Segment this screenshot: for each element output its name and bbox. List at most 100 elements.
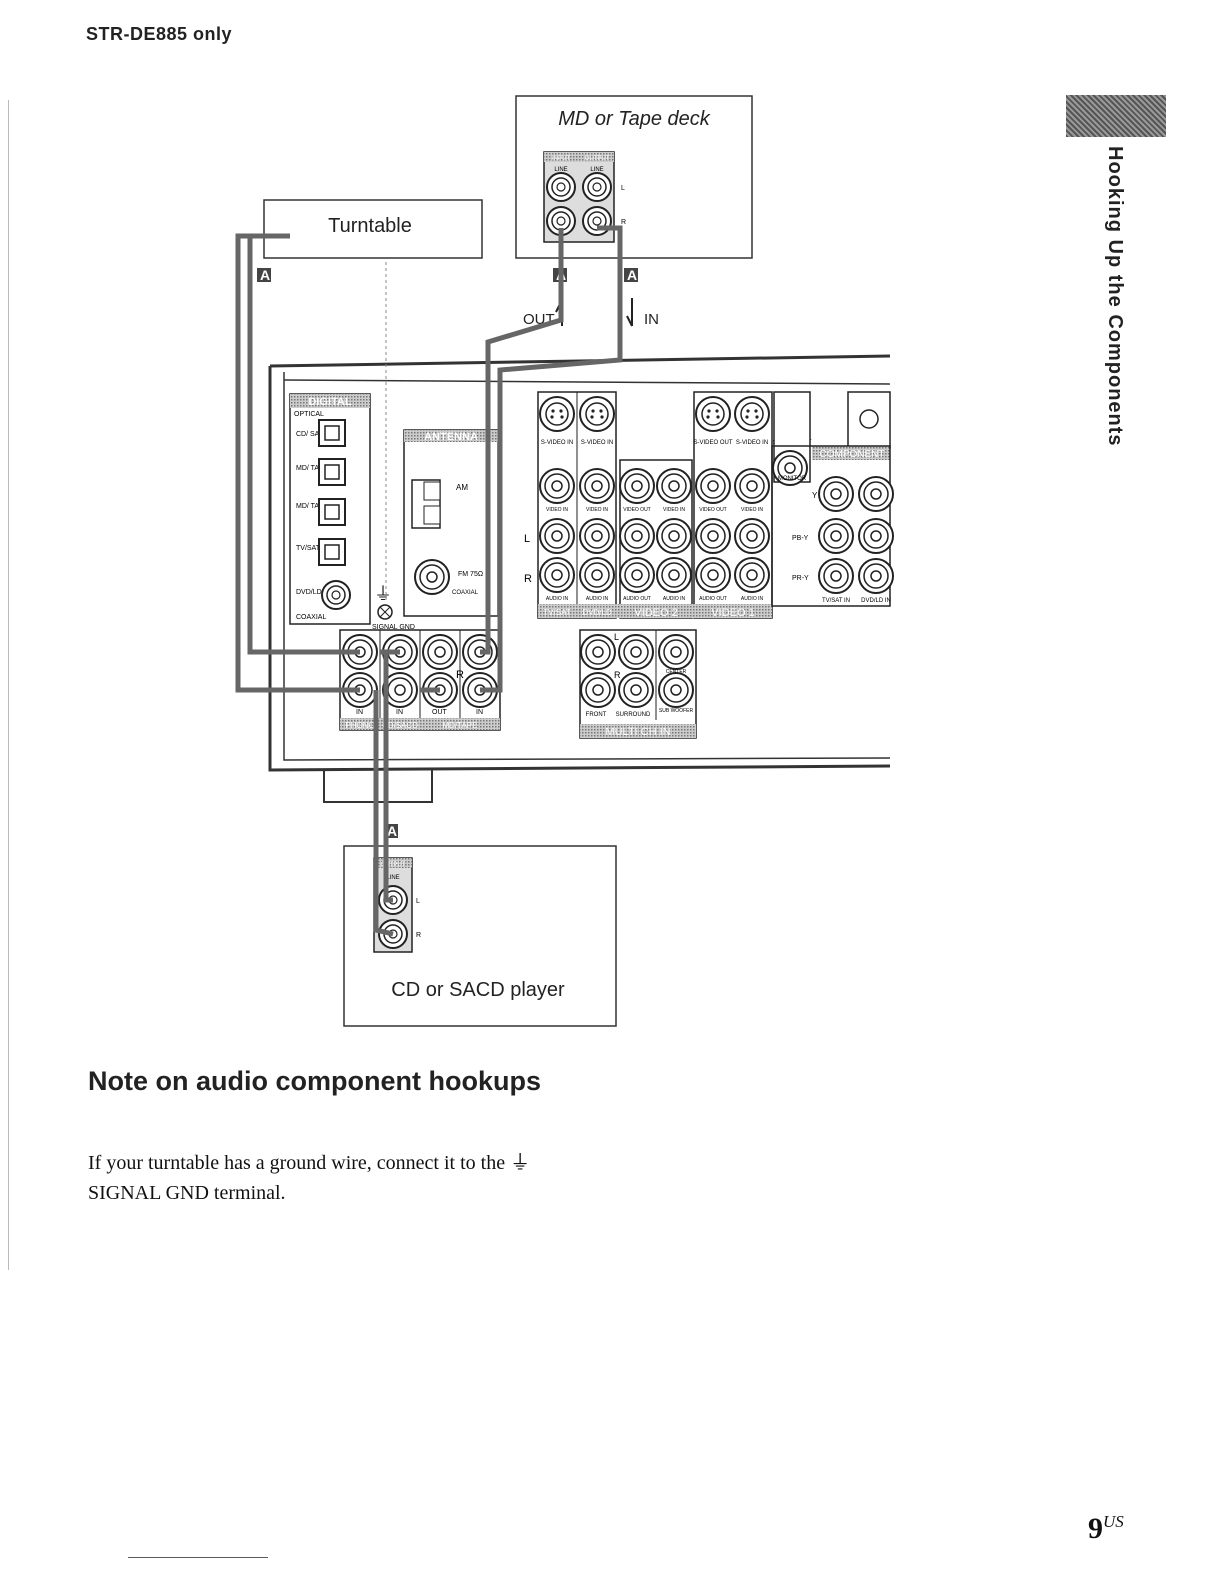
antenna-title: ANTENNA xyxy=(424,431,478,443)
svg-text:VIDEO OUT: VIDEO OUT xyxy=(699,507,727,513)
svg-text:L: L xyxy=(416,898,420,905)
svg-text:COAXIAL: COAXIAL xyxy=(296,614,326,621)
optical-cd-port xyxy=(318,419,346,447)
svg-text:OUT: OUT xyxy=(432,709,448,716)
svg-text:L: L xyxy=(524,533,530,545)
svg-text:PR-Y: PR-Y xyxy=(792,575,809,582)
svg-text:L: L xyxy=(614,632,619,642)
svg-text:VIDEO IN: VIDEO IN xyxy=(546,507,568,513)
svg-text:SUB WOOFER: SUB WOOFER xyxy=(659,708,694,714)
md-output-label: OUTPUT xyxy=(585,156,610,162)
svg-text:SIGNAL GND: SIGNAL GND xyxy=(372,624,415,631)
model-note: STR-DE885 only xyxy=(86,24,233,44)
svg-text:SURROUND: SURROUND xyxy=(616,712,651,718)
svg-text:VIDEO IN: VIDEO IN xyxy=(586,507,608,513)
cables xyxy=(235,225,623,937)
svg-text:S-VIDEO IN: S-VIDEO IN xyxy=(541,440,573,446)
audio-input-jacks: IN IN OUT IN PHONO CD/SACD MD/TAPE R xyxy=(339,629,501,731)
svg-text:CD/SACD: CD/SACD xyxy=(382,721,418,730)
svg-text:L: L xyxy=(621,185,625,192)
md-tape-title: MD or Tape deck xyxy=(558,108,711,130)
md-line-label-out: LINE xyxy=(590,167,603,173)
optical-md-out-port xyxy=(318,458,346,486)
hookup-diagram: MD or Tape deck INPUT OUTPUT LINE LINE L… xyxy=(235,95,894,1027)
fm-antenna-jack xyxy=(414,559,450,595)
svg-text:R: R xyxy=(456,669,464,681)
svg-text:COMPONENT: COMPONENT xyxy=(820,449,885,460)
page-margin-line xyxy=(8,100,9,1270)
svg-text:R: R xyxy=(621,219,626,226)
footer-rule xyxy=(128,1557,268,1558)
svg-text:COAXIAL: COAXIAL xyxy=(452,590,479,596)
svg-text:S-VIDEO OUT: S-VIDEO OUT xyxy=(693,440,732,446)
svg-text:AUDIO IN: AUDIO IN xyxy=(741,596,764,602)
svg-text:AUDIO IN: AUDIO IN xyxy=(663,596,686,602)
svg-text:IN: IN xyxy=(356,709,363,716)
svg-text:R: R xyxy=(524,573,532,585)
svg-text:S-VIDEO IN: S-VIDEO IN xyxy=(581,440,613,446)
signal-gnd-terminal: ⏚ SIGNAL GND xyxy=(372,584,415,631)
svg-text:CENTER: CENTER xyxy=(666,669,687,675)
svg-text:VIDEO IN: VIDEO IN xyxy=(741,507,763,513)
svg-text:S-VIDEO IN: S-VIDEO IN xyxy=(736,440,768,446)
svg-text:MD/ TAPE IN: MD/ TAPE IN xyxy=(296,503,337,510)
cable-tag-a-4: A xyxy=(387,823,397,839)
svg-text:OUTPUT: OUTPUT xyxy=(381,862,406,868)
svg-text:CD/ SACD IN: CD/ SACD IN xyxy=(296,431,338,438)
optical-md-in-port xyxy=(318,498,346,526)
digital-title: DIGITAL xyxy=(308,396,351,408)
svg-text:MULTI CH IN: MULTI CH IN xyxy=(605,726,670,738)
svg-text:R: R xyxy=(416,932,421,939)
turntable-title: Turntable xyxy=(328,215,412,237)
note-body-line-1: If your turntable has a ground wire, con… xyxy=(88,1152,506,1174)
section-tab-marker xyxy=(1066,95,1166,137)
svg-text:AUDIO IN: AUDIO IN xyxy=(546,596,569,602)
svg-text:IN: IN xyxy=(396,709,403,716)
page-number: 9US xyxy=(1088,1512,1124,1545)
coaxial-dvd-port xyxy=(321,580,351,610)
svg-text:LINE: LINE xyxy=(386,875,399,881)
turntable-box: Turntable xyxy=(263,199,483,259)
md-input-label: INPUT xyxy=(552,156,570,162)
note-body-line-2: SIGNAL GND terminal. xyxy=(88,1182,286,1204)
svg-text:TV/SAT IN: TV/SAT IN xyxy=(822,598,850,604)
svg-text:AUDIO IN: AUDIO IN xyxy=(586,596,609,602)
svg-text:OPTICAL: OPTICAL xyxy=(294,411,324,418)
md-out-r-jack xyxy=(582,206,612,236)
svg-text:VIDEO 1: VIDEO 1 xyxy=(711,607,754,619)
svg-text:DVD/LD: DVD/LD xyxy=(582,608,612,617)
md-out-l-jack xyxy=(582,172,612,202)
svg-text:IN: IN xyxy=(476,709,483,716)
video-jacks: L R S-VIDEO IN S-VIDEO IN S-VIDEO OUT S-… xyxy=(524,391,894,619)
digital-panel: DIGITAL OPTICAL CD/ SACD IN MD/ TAPE OUT… xyxy=(289,393,371,625)
md-tape-out-l-jack xyxy=(422,634,458,670)
svg-text:MONITOR: MONITOR xyxy=(778,476,807,482)
gnd-symbol: ⏚ xyxy=(374,584,392,604)
svg-text:FRONT: FRONT xyxy=(586,712,607,718)
note-heading: Note on audio component hookups xyxy=(88,1066,541,1096)
svg-text:TV/SAT IN: TV/SAT IN xyxy=(296,545,329,552)
svg-text:AUDIO OUT: AUDIO OUT xyxy=(623,596,651,602)
cd-title: CD or SACD player xyxy=(391,979,565,1001)
cd-sacd-player-box: OUTPUT LINE L R CD or SACD player xyxy=(343,845,617,1027)
in-direction-label: IN xyxy=(644,311,659,328)
note-body: If your turntable has a ground wire, con… xyxy=(88,1148,548,1208)
svg-text:DVD/LD IN: DVD/LD IN xyxy=(296,589,331,596)
cable-tag-a-3: A xyxy=(627,267,637,283)
svg-text:MD/TAPE: MD/TAPE xyxy=(443,721,478,730)
svg-text:TV/SAT: TV/SAT xyxy=(543,608,571,617)
svg-text:VIDEO OUT: VIDEO OUT xyxy=(623,507,651,513)
svg-text:AUDIO OUT: AUDIO OUT xyxy=(699,596,727,602)
svg-text:VIDEO 2: VIDEO 2 xyxy=(634,607,677,619)
svg-text:DVD/LD IN: DVD/LD IN xyxy=(861,598,891,604)
multi-ch-in-jacks: L R CENTER FRONT SURROUND SUB WOOFER MUL… xyxy=(579,629,697,739)
svg-text:VIDEO IN: VIDEO IN xyxy=(663,507,685,513)
svg-text:AM: AM xyxy=(456,483,468,492)
cable-tag-a-1: A xyxy=(260,267,270,283)
svg-text:PHONO: PHONO xyxy=(345,721,374,730)
md-tape-deck-box: MD or Tape deck INPUT OUTPUT LINE LINE L… xyxy=(515,95,753,259)
svg-text:PB-Y: PB-Y xyxy=(792,535,809,542)
gnd-symbol-inline: ⏚ xyxy=(510,1152,531,1174)
optical-tv-port xyxy=(318,538,346,566)
section-side-title: Hooking Up the Components xyxy=(1104,146,1126,447)
